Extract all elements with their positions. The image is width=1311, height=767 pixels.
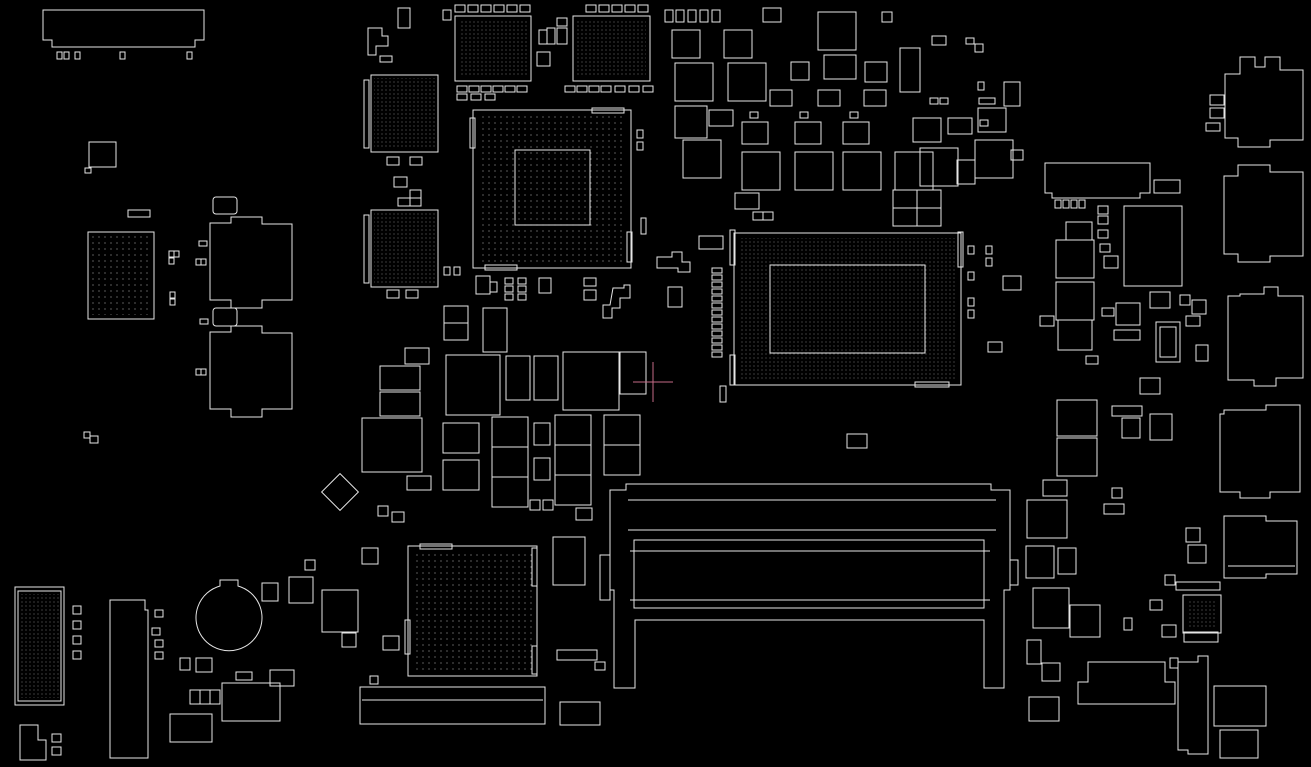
right-connector-5[interactable] bbox=[1224, 516, 1297, 578]
bottom-left-connector-a[interactable] bbox=[15, 587, 81, 705]
center-left-misc[interactable] bbox=[262, 474, 404, 650]
top-left-connector[interactable] bbox=[43, 10, 204, 59]
right-center-connector[interactable] bbox=[1040, 163, 1208, 394]
memory-chip-2[interactable] bbox=[364, 210, 438, 298]
southbridge-bga[interactable] bbox=[405, 537, 605, 676]
right-center-passives[interactable] bbox=[1055, 200, 1206, 340]
vrm-small-parts[interactable] bbox=[665, 10, 995, 220]
gpu-bga[interactable] bbox=[730, 230, 963, 387]
right-connector-4[interactable] bbox=[1220, 405, 1300, 498]
left-passives[interactable] bbox=[84, 251, 179, 443]
left-center-passives[interactable] bbox=[368, 8, 421, 206]
left-bga-chip[interactable] bbox=[88, 232, 154, 319]
bottom-left-corner-part[interactable] bbox=[20, 725, 61, 760]
right-connector-3[interactable] bbox=[1228, 287, 1303, 386]
top-memory-chip-a[interactable] bbox=[443, 5, 550, 81]
left-socket-lower[interactable] bbox=[196, 308, 292, 417]
left-socket-upper[interactable] bbox=[196, 197, 292, 324]
memory-chip-1[interactable] bbox=[364, 75, 438, 165]
right-connector-2[interactable] bbox=[1224, 165, 1303, 262]
right-lower-cluster[interactable] bbox=[1026, 400, 1172, 721]
vrm-cluster[interactable] bbox=[672, 8, 1023, 226]
coin-cell-battery[interactable] bbox=[170, 580, 294, 742]
right-connector-1[interactable] bbox=[1206, 57, 1303, 147]
bottom-left-connector-b[interactable] bbox=[110, 600, 163, 758]
right-bottom-ic[interactable] bbox=[1078, 528, 1266, 758]
cpu-surround-passives[interactable] bbox=[444, 218, 723, 318]
gpu-passive-column[interactable] bbox=[712, 246, 1021, 448]
power-stage-area[interactable] bbox=[362, 306, 646, 520]
crosshair-cursor bbox=[633, 362, 673, 402]
bottom-center-connector[interactable] bbox=[360, 676, 600, 725]
left-small-ic[interactable] bbox=[85, 142, 150, 217]
sodimm-slot[interactable] bbox=[600, 484, 1018, 688]
cpu-bga[interactable] bbox=[470, 108, 643, 270]
top-passive-rows[interactable] bbox=[457, 86, 653, 100]
top-memory-chip-b[interactable] bbox=[547, 5, 650, 81]
